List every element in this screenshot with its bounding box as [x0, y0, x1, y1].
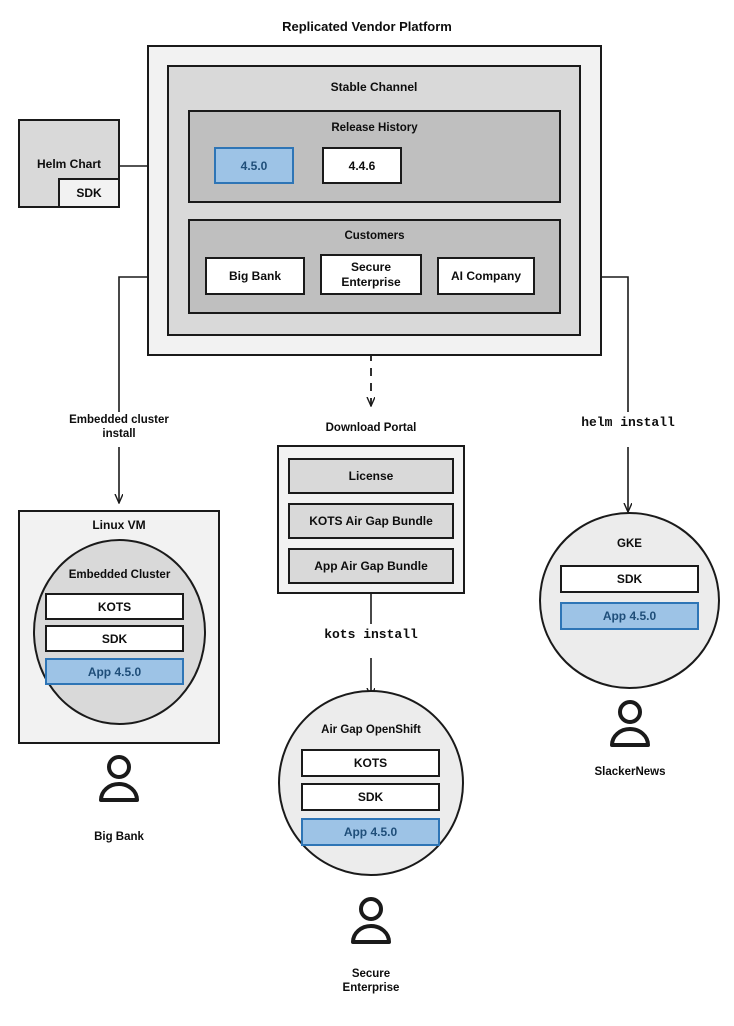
gke-title: GKE [617, 538, 642, 550]
customers-title: Customers [344, 230, 405, 242]
linux-vm-component-sdk[interactable]: SDK [45, 625, 184, 652]
gke-component-app[interactable]: App 4.5.0 [560, 602, 699, 630]
embedded-cluster-title: Embedded Cluster [68, 569, 171, 581]
linux-vm-title: Linux VM [92, 518, 146, 532]
persona-secure-enterprise-label: Secure Enterprise [311, 967, 431, 996]
stable-channel-title: Stable Channel [330, 80, 418, 94]
linux-vm-component-app[interactable]: App 4.5.0 [45, 658, 184, 685]
customer-ai-company[interactable]: AI Company [437, 257, 535, 295]
openshift-component-sdk[interactable]: SDK [301, 783, 440, 811]
persona-slackernews-icon [603, 700, 657, 748]
page-title: Replicated Vendor Platform [282, 19, 452, 34]
edge-label-helm-install: helm install [581, 415, 675, 430]
release-history-title: Release History [331, 122, 418, 134]
edge-label-kots-install: kots install [324, 627, 418, 642]
gke-ellipse [539, 512, 720, 689]
openshift-component-app[interactable]: App 4.5.0 [301, 818, 440, 846]
portal-artifact-license[interactable]: License [288, 458, 454, 494]
customer-secure-enterprise-line1: Secure [350, 260, 392, 275]
portal-artifact-app-air-gap-bundle[interactable]: App Air Gap Bundle [288, 548, 454, 584]
openshift-component-kots[interactable]: KOTS [301, 749, 440, 777]
release-chip-4-5-0[interactable]: 4.5.0 [214, 147, 294, 184]
persona-secure-enterprise-icon [344, 897, 398, 945]
persona-secure-enterprise-line1: Secure [351, 968, 391, 980]
persona-big-bank-label: Big Bank [94, 831, 144, 843]
customer-secure-enterprise-line2: Enterprise [341, 274, 401, 289]
linux-vm-component-kots[interactable]: KOTS [45, 593, 184, 620]
customer-secure-enterprise[interactable]: Secure Enterprise [320, 254, 422, 295]
gke-component-sdk[interactable]: SDK [560, 565, 699, 593]
edge-label-embedded-line2: install [102, 428, 136, 441]
persona-secure-enterprise-line2: Enterprise [342, 982, 400, 995]
persona-slackernews-label: SlackerNews [594, 766, 666, 778]
edge-label-embedded-cluster-install: Embedded cluster install [39, 413, 199, 442]
portal-artifact-kots-air-gap-bundle[interactable]: KOTS Air Gap Bundle [288, 503, 454, 539]
customer-big-bank[interactable]: Big Bank [205, 257, 305, 295]
persona-big-bank-icon [92, 755, 146, 803]
helm-chart-sdk-box[interactable]: SDK [58, 178, 120, 208]
release-chip-4-4-6[interactable]: 4.4.6 [322, 147, 402, 184]
edge-label-embedded-line1: Embedded cluster [69, 414, 169, 426]
download-portal-title: Download Portal [325, 422, 417, 434]
air-gap-openshift-title: Air Gap OpenShift [321, 724, 421, 736]
